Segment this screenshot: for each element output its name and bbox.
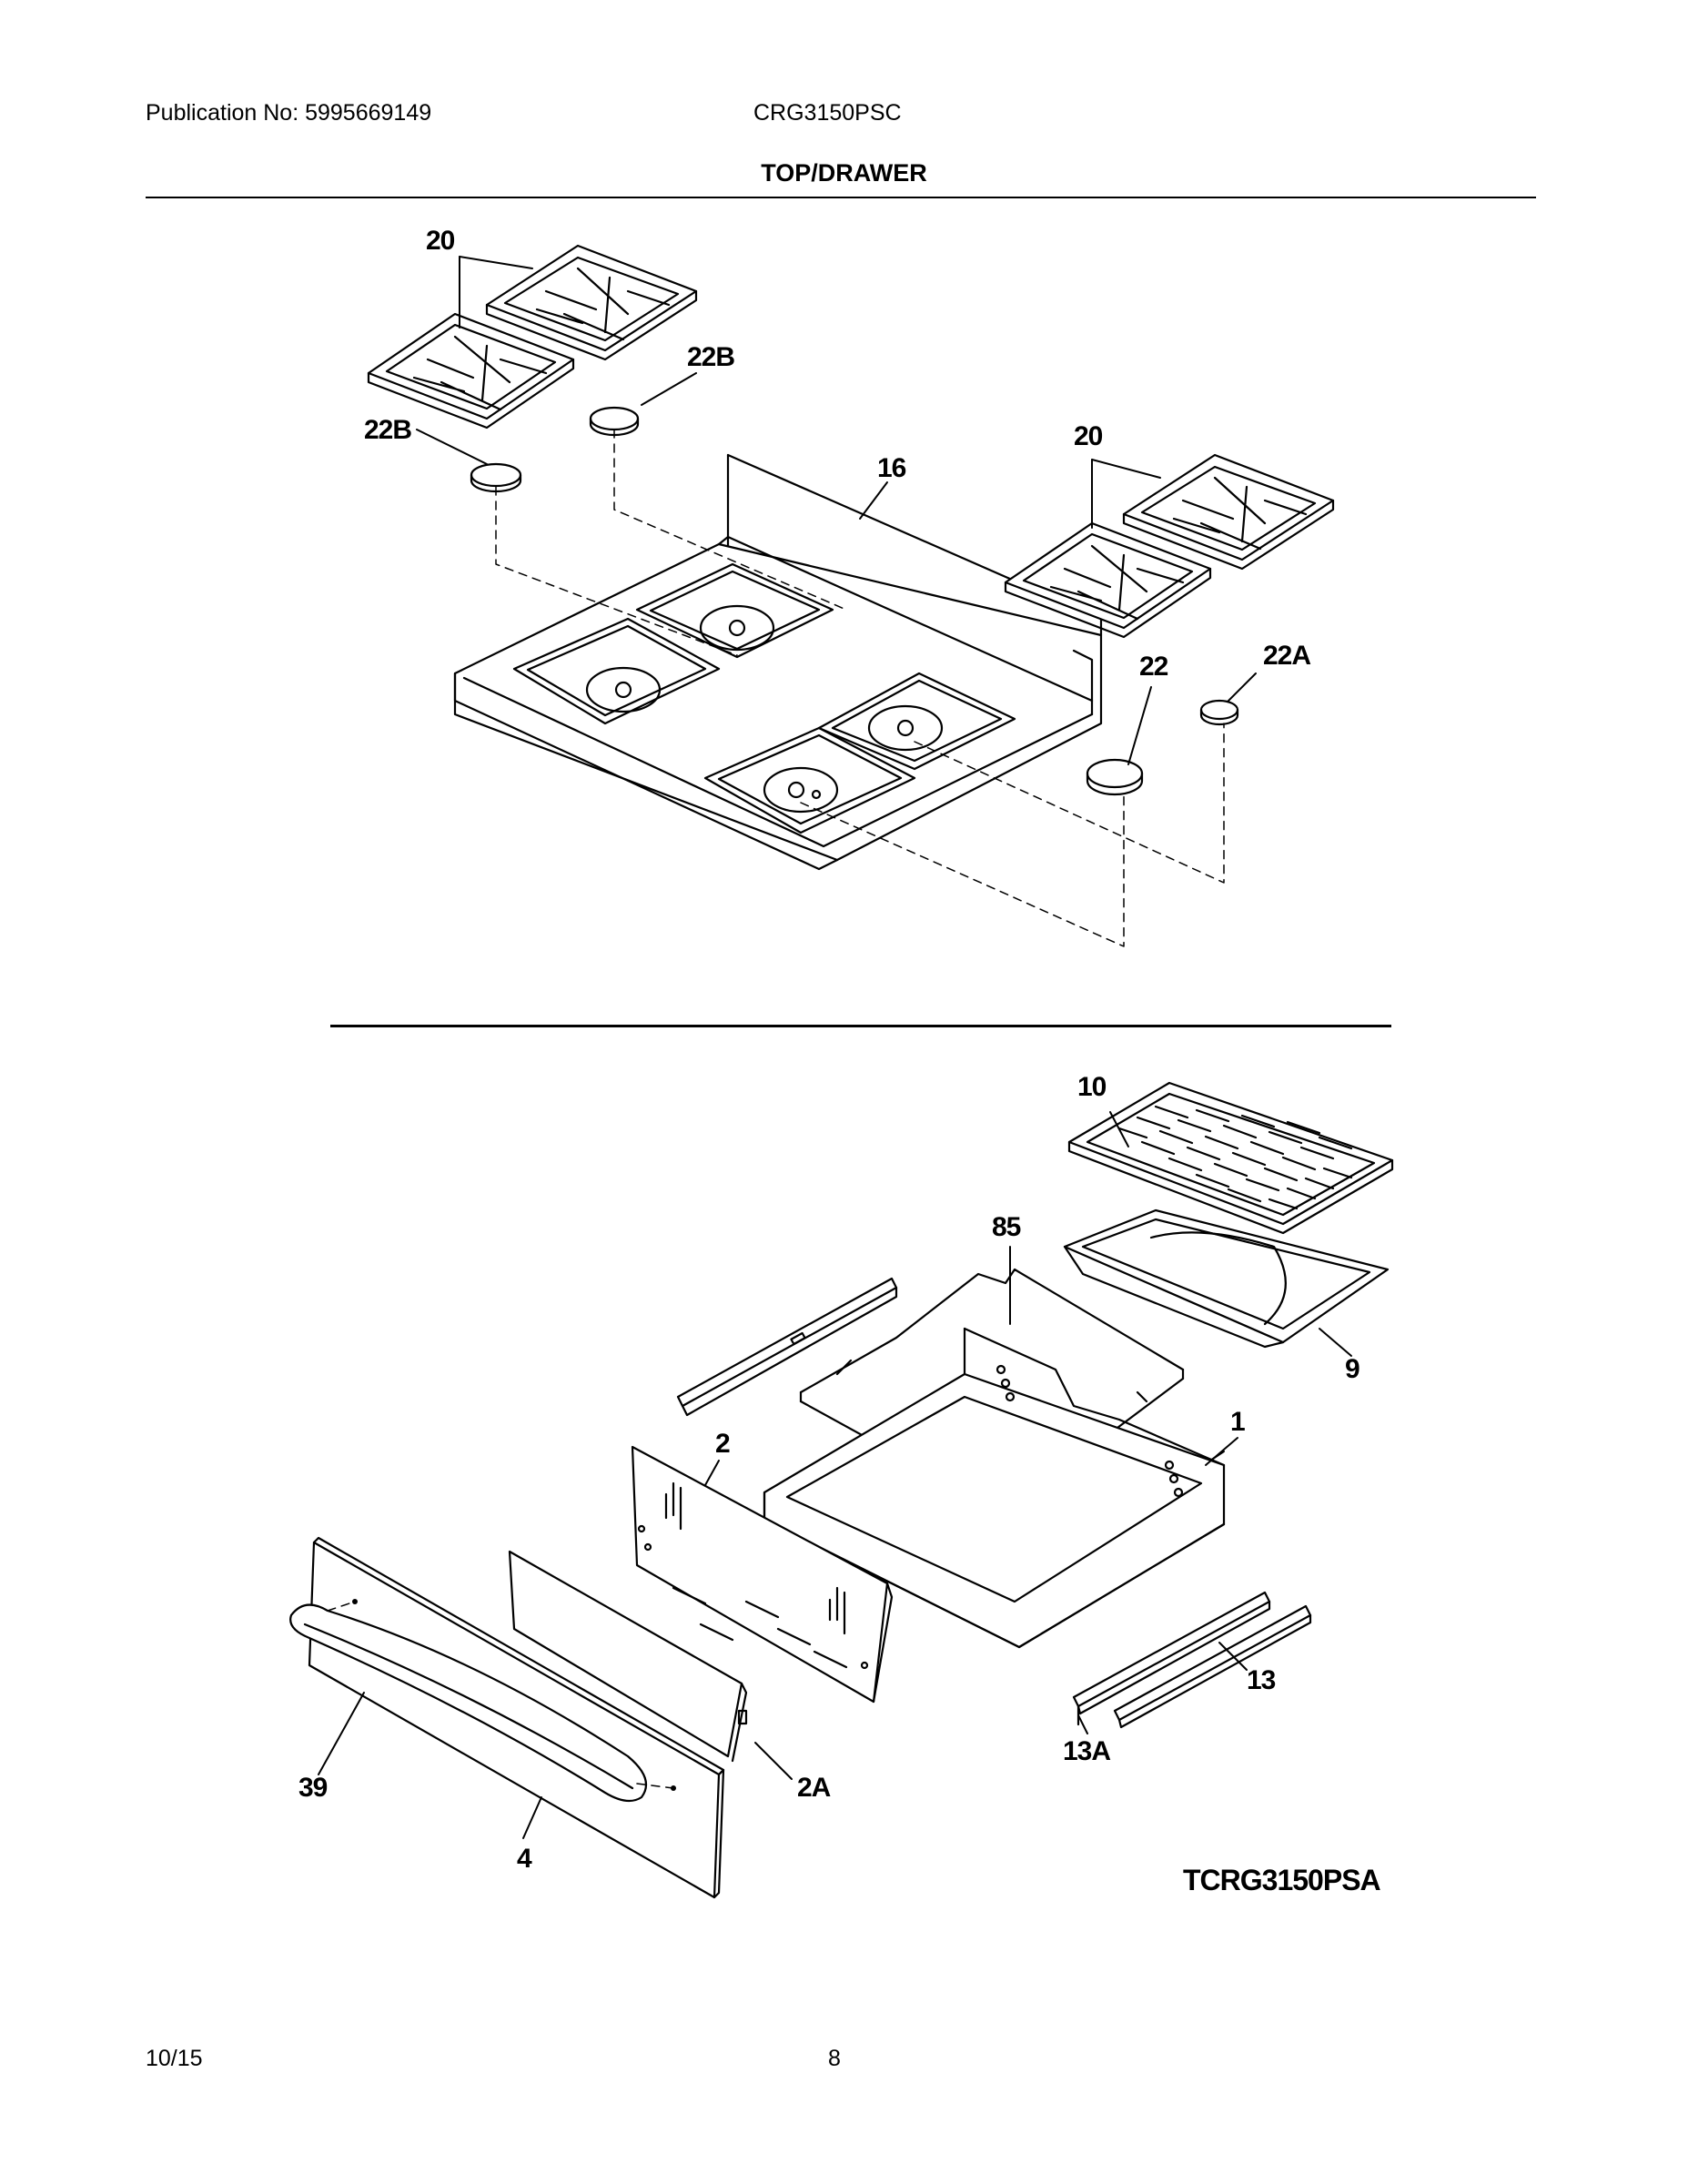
callout-1: 1 bbox=[1230, 1407, 1246, 1437]
callout-10: 10 bbox=[1077, 1072, 1107, 1102]
drawer-slide-upper bbox=[676, 1277, 898, 1417]
callout-22: 22 bbox=[1139, 652, 1168, 682]
drawer-back-panel bbox=[631, 1445, 894, 1704]
callout-39: 39 bbox=[298, 1773, 328, 1803]
diagram-code: TCRG3150PSA bbox=[1183, 1864, 1381, 1896]
footer-page-number: 8 bbox=[828, 2046, 841, 2071]
callout-2: 2 bbox=[715, 1429, 731, 1459]
callout-13a: 13A bbox=[1063, 1736, 1111, 1766]
section-title: TOP/DRAWER bbox=[761, 159, 927, 187]
callout-2a: 2A bbox=[797, 1773, 831, 1803]
callout-22b-left: 22B bbox=[364, 415, 412, 445]
callout-13: 13 bbox=[1247, 1665, 1276, 1695]
callout-22a: 22A bbox=[1263, 641, 1311, 671]
publication-number: Publication No: 5995669149 bbox=[146, 100, 432, 126]
drawer-slide-13 bbox=[1113, 1604, 1312, 1729]
broiler-pan bbox=[1063, 1208, 1390, 1349]
footer-date: 10/15 bbox=[146, 2046, 203, 2071]
callout-22b-right: 22B bbox=[687, 342, 735, 372]
callout-85: 85 bbox=[992, 1212, 1021, 1242]
burner-cap-22a bbox=[1199, 699, 1239, 721]
callout-16: 16 bbox=[877, 453, 906, 483]
burner-cap-22b-left bbox=[470, 462, 522, 488]
drawer-body bbox=[763, 1327, 1226, 1649]
drawer-handle bbox=[289, 1599, 676, 1803]
drawer-front-inner bbox=[508, 1550, 748, 1763]
cooktop-main-top bbox=[453, 453, 1103, 871]
header-rule bbox=[146, 197, 1536, 198]
grate-right-pair bbox=[1004, 453, 1335, 639]
broiler-grid bbox=[1067, 1081, 1394, 1235]
callout-20-left: 20 bbox=[426, 226, 455, 256]
model-number: CRG3150PSC bbox=[753, 100, 902, 126]
drawer-slide-13a bbox=[1072, 1591, 1271, 1726]
burner-cap-22b-right bbox=[589, 406, 640, 431]
callout-4: 4 bbox=[517, 1844, 532, 1874]
callout-9: 9 bbox=[1345, 1354, 1360, 1384]
callout-20-right: 20 bbox=[1074, 421, 1103, 451]
burner-cap-22 bbox=[1086, 758, 1144, 789]
grate-left-pair bbox=[367, 244, 698, 430]
section-divider bbox=[330, 1025, 1391, 1027]
